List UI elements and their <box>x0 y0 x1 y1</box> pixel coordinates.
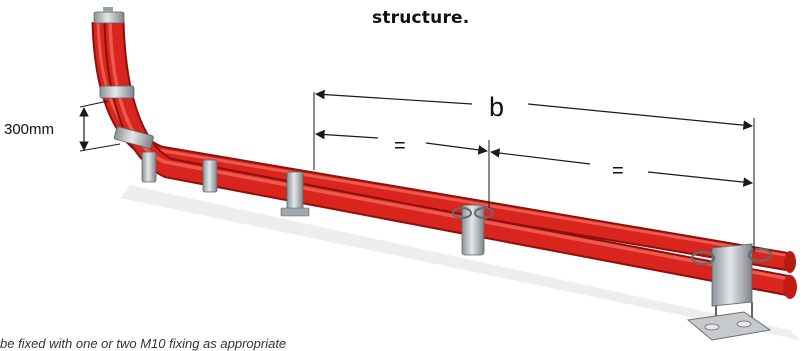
clamp-end <box>690 243 773 319</box>
equal-left-label: = <box>394 135 406 157</box>
clamp-run-2 <box>280 171 310 217</box>
pipe-front <box>103 21 792 297</box>
heading-text: structure. <box>372 8 470 28</box>
ground-shadow <box>120 185 800 340</box>
caption-text: be fixed with one or two M10 fixing as a… <box>0 336 287 351</box>
clamp-top <box>93 7 125 24</box>
equal-right-label: = <box>612 160 624 182</box>
clamp-vertical-2 <box>113 126 154 149</box>
span-label: b <box>489 92 504 122</box>
clamp-bend <box>141 151 157 183</box>
pipe-end-front <box>783 275 797 299</box>
clamp-run-1 <box>202 159 218 193</box>
vertical-dimension-label: 300mm <box>4 121 54 138</box>
clamp-vertical-1 <box>99 85 135 99</box>
vertical-dimension: 300mm <box>4 100 121 152</box>
clamp-mid <box>452 204 494 256</box>
pipe-end-back <box>784 251 796 273</box>
clamp-base-plate <box>686 311 772 341</box>
span-dimension: b = = <box>313 89 755 252</box>
